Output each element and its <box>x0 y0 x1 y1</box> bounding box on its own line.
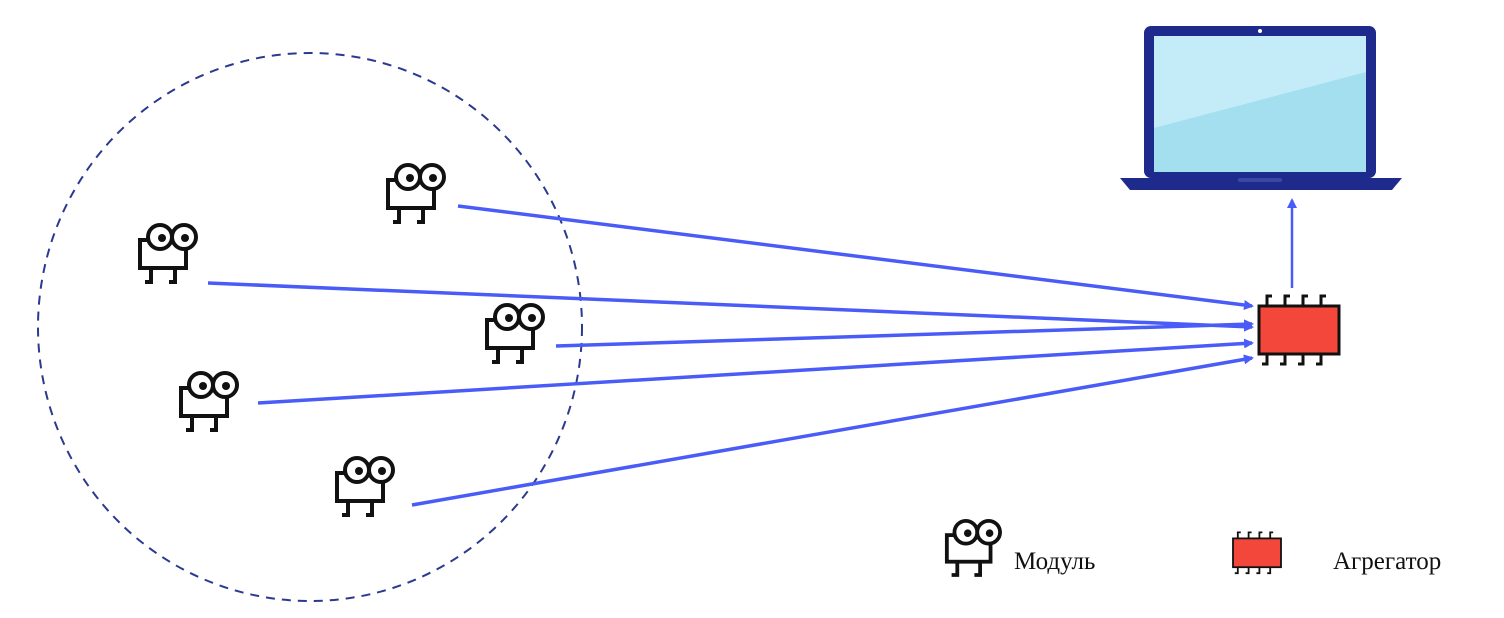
module-icon <box>179 371 239 432</box>
module-icon <box>485 303 545 364</box>
link-arrow <box>457 204 1254 310</box>
coverage-zone <box>37 52 583 602</box>
legend-aggregator-label: Агрегатор <box>1333 548 1442 575</box>
module-icon <box>335 456 395 517</box>
laptop-icon <box>1120 26 1402 190</box>
module-icon <box>138 223 198 284</box>
link-arrow <box>411 354 1254 507</box>
module-icon <box>386 163 446 224</box>
data-links <box>207 198 1297 507</box>
legend-chip-icon <box>1232 531 1282 575</box>
legend-module-label: Модуль <box>1014 548 1096 575</box>
legend-module-icon <box>944 518 1002 577</box>
link-arrow <box>555 319 1254 348</box>
chip-icon <box>1257 294 1341 366</box>
link-arrow <box>207 281 1254 332</box>
link-arrow <box>257 338 1254 405</box>
